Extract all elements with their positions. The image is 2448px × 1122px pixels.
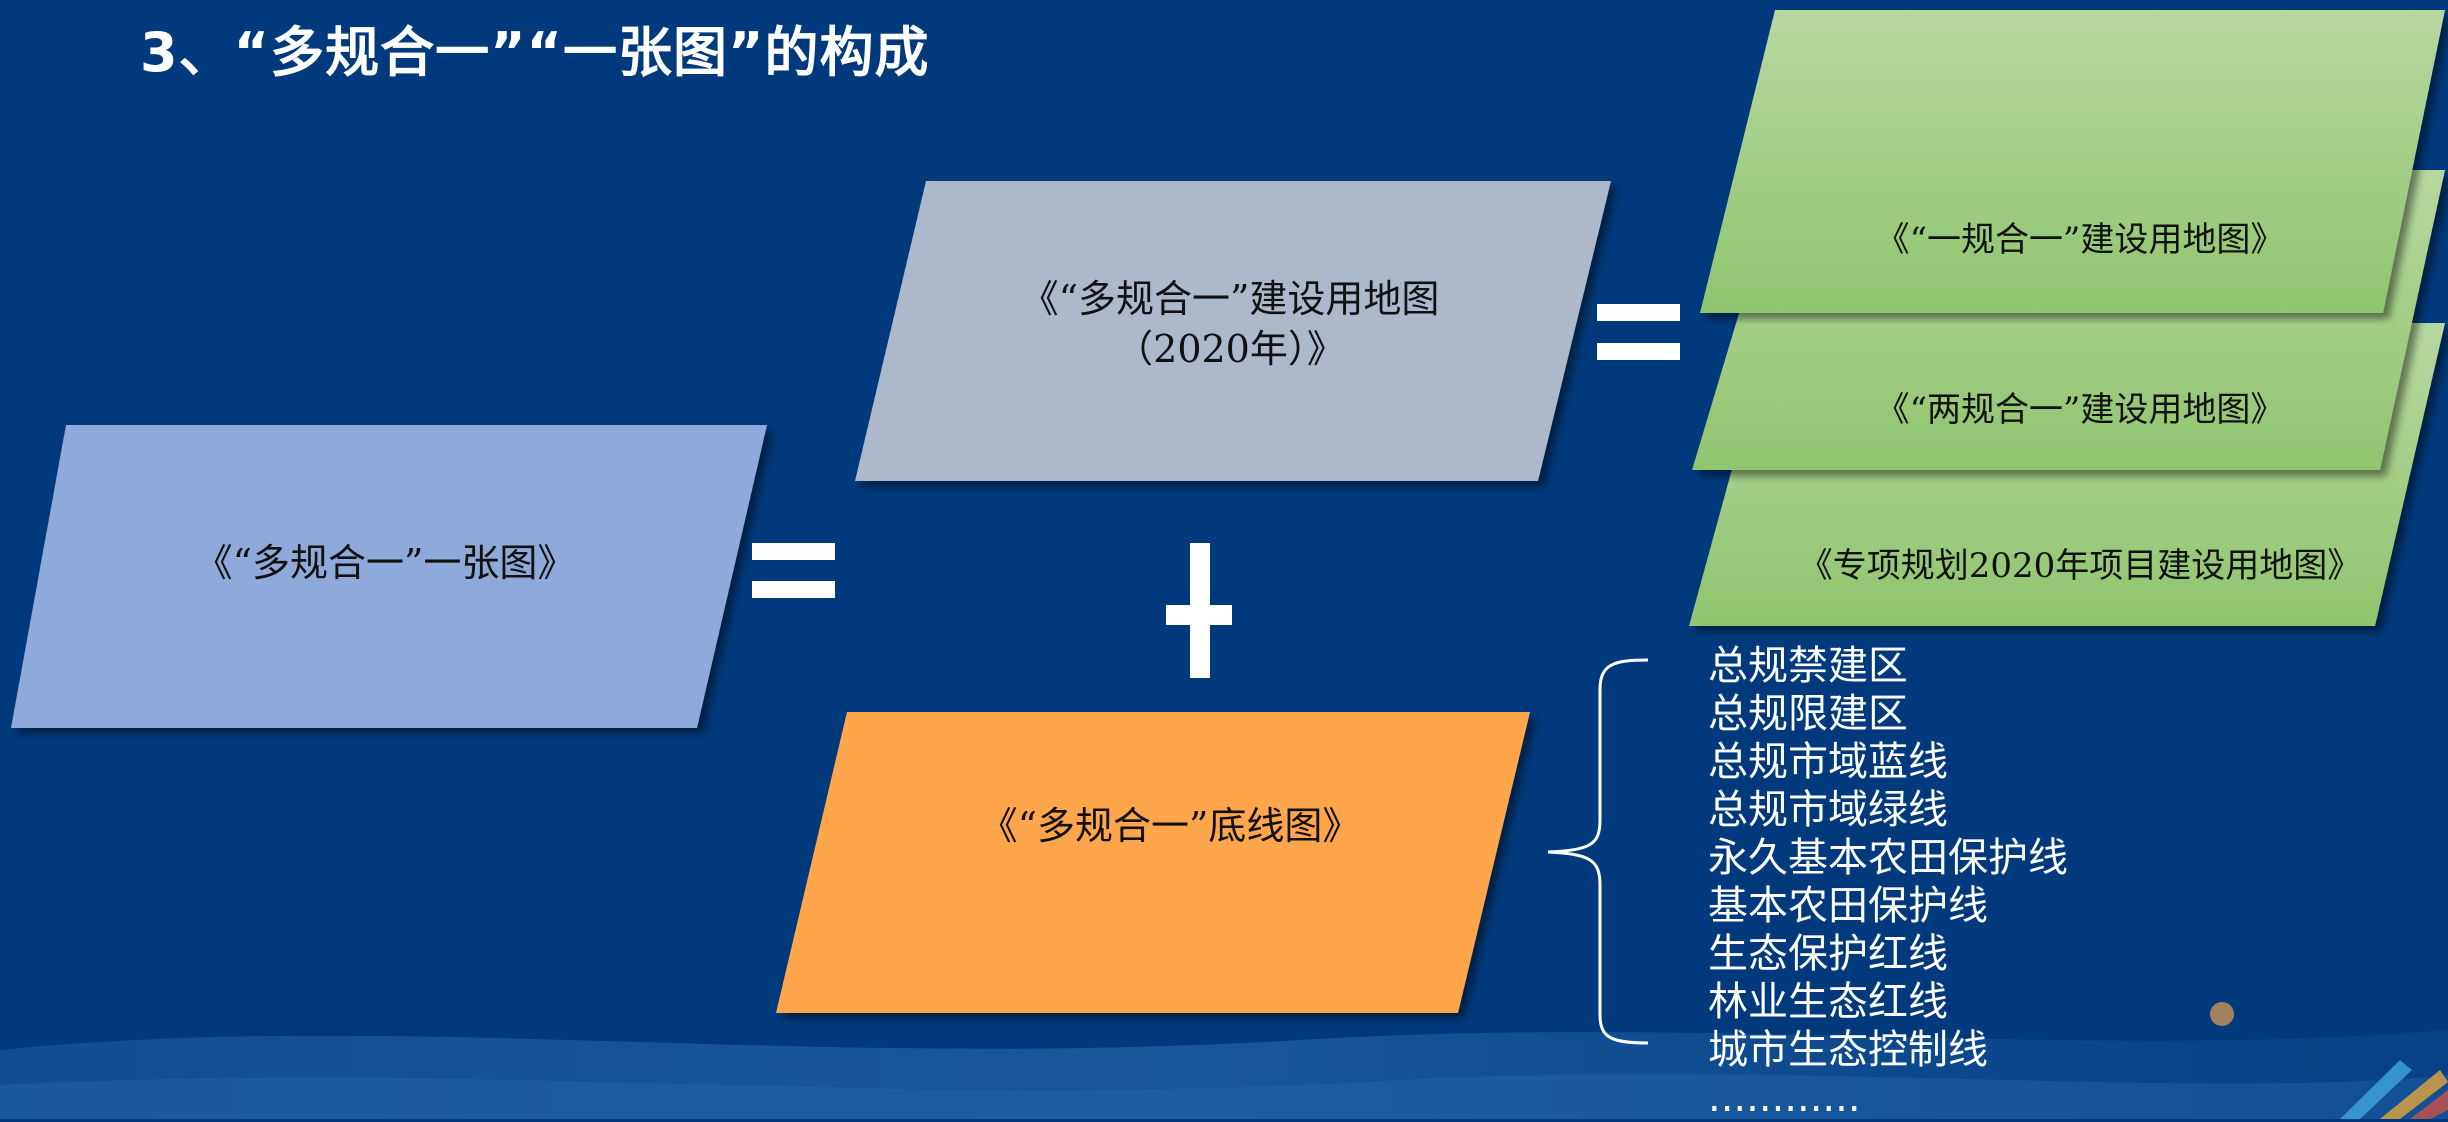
list-item: 总规禁建区	[1708, 643, 1908, 689]
list-item: ............	[1708, 1075, 1861, 1121]
baseline-items-list: 总规禁建区 总规限建区 总规市域蓝线 总规市域绿线 永久基本农田保护线 基本农田…	[1708, 642, 2068, 1122]
component-map-shape-1	[1700, 10, 2445, 313]
main-map-label: 《“多规合一”一张图》	[194, 541, 576, 585]
list-item: 总规限建区	[1708, 691, 1908, 737]
list-item: 生态保护红线	[1708, 931, 1948, 977]
component-map-label-2: 《“两规合一”建设用地图》	[1875, 390, 2285, 430]
baseline-map-shape	[776, 712, 1530, 1013]
list-item: 永久基本农田保护线	[1708, 835, 2068, 881]
background-waves	[0, 1002, 2448, 1119]
construction-map-label: 《“多规合一”建设用地图 （2020年）》	[930, 274, 1530, 374]
equals-sign-main	[752, 543, 835, 598]
list-item: 林业生态红线	[1708, 979, 1948, 1025]
list-item: 总规市域绿线	[1708, 787, 1948, 833]
page-title: 3、“多规合一”“一张图”的构成	[140, 21, 930, 84]
component-map-label-1: 《“一规合一”建设用地图》	[1875, 220, 2285, 260]
component-map-label-3: 《专项规划2020年项目建设用地图》	[1798, 546, 2362, 586]
main-map-shape	[11, 425, 767, 728]
plus-sign	[1166, 543, 1232, 678]
list-item: 城市生态控制线	[1708, 1027, 1988, 1073]
construction-map-label-line2: （2020年）》	[1115, 327, 1345, 371]
curly-brace	[1547, 658, 1649, 1045]
list-item: 基本农田保护线	[1708, 883, 1988, 929]
list-item: 总规市域蓝线	[1708, 739, 1948, 785]
equals-sign-top	[1597, 304, 1680, 360]
construction-map-label-line1: 《“多规合一”建设用地图	[1020, 277, 1440, 321]
baseline-map-label: 《“多规合一”底线图》	[979, 804, 1361, 848]
construction-map-shape	[855, 181, 1611, 481]
